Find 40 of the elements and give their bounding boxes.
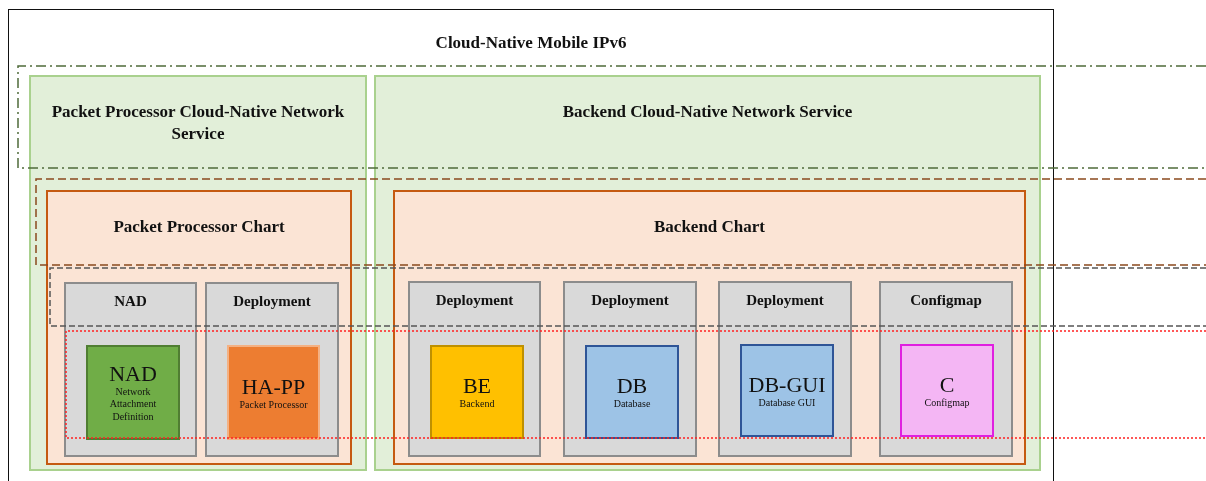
container-name: NAD: [108, 361, 158, 386]
resource-box: [563, 281, 697, 457]
container-description: Database GUI: [757, 396, 817, 409]
heading: NAD: [113, 292, 148, 311]
chart-panel: [46, 190, 352, 465]
resource-box: [205, 282, 339, 457]
heading: Cloud-Native Mobile IPv6: [434, 32, 628, 54]
container-name: HA-PP: [240, 374, 307, 399]
container-box: [430, 345, 524, 439]
resource-box: [718, 281, 852, 457]
resource-box: [879, 281, 1013, 457]
heading: Deployment: [434, 291, 515, 310]
container-box: [86, 345, 180, 440]
heading: Deployment: [745, 291, 825, 310]
service-panel: [29, 75, 367, 471]
service-panel: [374, 75, 1041, 471]
container-box: [585, 345, 679, 439]
heading: Packet Processor Cloud-Native Network Service: [50, 101, 346, 146]
chart-panel: [393, 190, 1026, 465]
container-name: C: [938, 372, 956, 397]
heading: Configmap: [909, 291, 983, 310]
container-box: [227, 345, 320, 440]
container-box: [900, 344, 994, 437]
container-description: Packet Processor: [238, 398, 309, 411]
outer-frame: [8, 9, 1054, 481]
container-description: Configmap: [923, 396, 971, 409]
container-box: [740, 344, 834, 437]
container-name: DB: [615, 373, 649, 398]
heading: Backend Cloud-Native Network Service: [561, 101, 854, 123]
heading: Backend Chart: [653, 216, 766, 238]
container-name: BE: [461, 373, 493, 398]
container-description: Network Attachment Definition: [108, 385, 158, 424]
heading: Deployment: [590, 291, 670, 310]
container-description: Backend: [458, 397, 496, 411]
heading: Deployment: [232, 292, 312, 311]
resource-box: [408, 281, 541, 457]
container-name: DB-GUI: [747, 372, 827, 397]
heading: Packet Processor Chart: [112, 216, 286, 238]
container-description: Database: [612, 397, 652, 411]
resource-box: [64, 282, 197, 457]
